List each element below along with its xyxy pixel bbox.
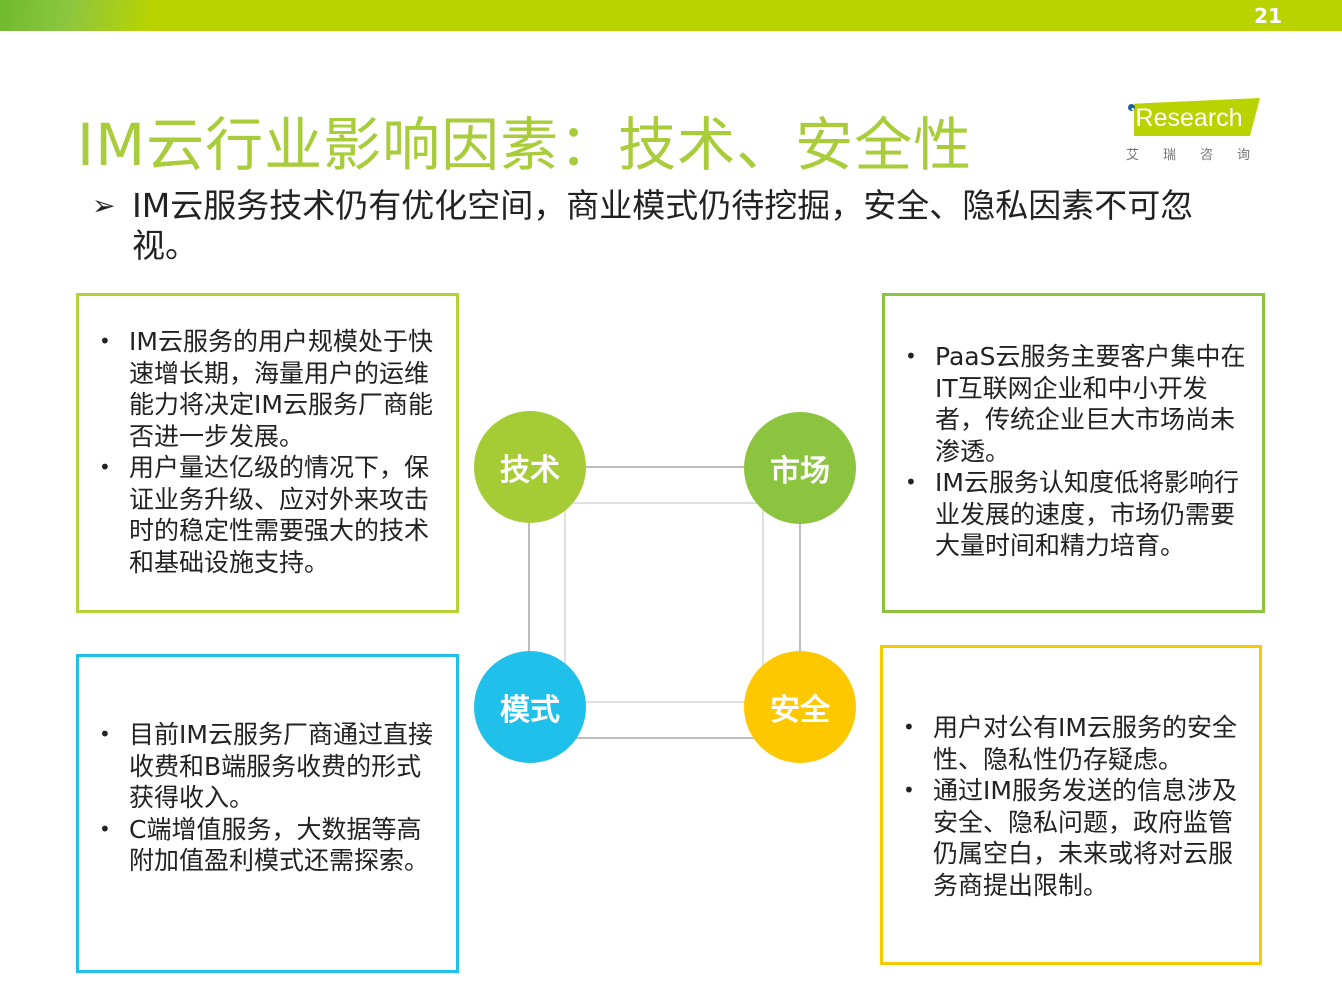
model-box: 目前IM云服务厂商通过直接收费和B端服务收费的形式获得收入。 C端增值服务，大数… xyxy=(76,654,459,973)
logo-dot xyxy=(1128,104,1135,111)
factor-tech: 技术 xyxy=(474,411,586,523)
logo-word: iResearch xyxy=(1130,104,1243,132)
logo-flag xyxy=(1134,98,1260,136)
top-bar: 21 xyxy=(0,0,1342,31)
tech-bullet: 用户量达亿级的情况下，保证业务升级、应对外来攻击时的稳定性需要强大的技术和基础设… xyxy=(87,452,442,578)
market-bullet: PaaS云服务主要客户集中在IT互联网企业和中小开发者，传统企业巨大市场尚未渗透… xyxy=(893,341,1252,467)
subtitle-text: IM云服务技术仍有优化空间，商业模式仍待挖掘，安全、隐私因素不可忽视。 xyxy=(132,186,1194,265)
factor-market: 市场 xyxy=(744,412,856,524)
page-number: 21 xyxy=(1254,4,1282,28)
security-bullet: 通过IM服务发送的信息涉及安全、隐私问题，政府监管仍属空白，未来或将对云服务商提… xyxy=(891,775,1239,901)
iresearch-logo: iResearch 艾瑞咨询 xyxy=(1124,96,1264,166)
market-bullet: IM云服务认知度低将影响行业发展的速度，市场仍需要大量时间和精力培育。 xyxy=(893,467,1252,562)
subtitle: ➢ IM云服务技术仍有优化空间，商业模式仍待挖掘，安全、隐私因素不可忽视。 xyxy=(92,186,1232,266)
model-bullet: C端增值服务，大数据等高附加值盈利模式还需探索。 xyxy=(87,814,442,877)
model-bullet: 目前IM云服务厂商通过直接收费和B端服务收费的形式获得收入。 xyxy=(87,719,442,814)
security-bullet: 用户对公有IM云服务的安全性、隐私性仍存疑虑。 xyxy=(891,712,1239,775)
logo-cn: 艾瑞咨询 xyxy=(1126,148,1275,163)
security-box: 用户对公有IM云服务的安全性、隐私性仍存疑虑。 通过IM服务发送的信息涉及安全、… xyxy=(880,645,1262,965)
arrow-bullet-icon: ➢ xyxy=(92,189,116,222)
page-title: IM云行业影响因素：技术、安全性 xyxy=(77,111,973,179)
market-box: PaaS云服务主要客户集中在IT互联网企业和中小开发者，传统企业巨大市场尚未渗透… xyxy=(882,293,1265,613)
connector-lines xyxy=(528,466,801,739)
top-bar-accent xyxy=(0,0,150,31)
tech-box: IM云服务的用户规模处于快速增长期，海量用户的运维能力将决定IM云服务厂商能否进… xyxy=(76,293,459,613)
tech-bullet: IM云服务的用户规模处于快速增长期，海量用户的运维能力将决定IM云服务厂商能否进… xyxy=(87,326,442,452)
factor-model: 模式 xyxy=(474,651,586,763)
factor-security: 安全 xyxy=(744,651,856,763)
